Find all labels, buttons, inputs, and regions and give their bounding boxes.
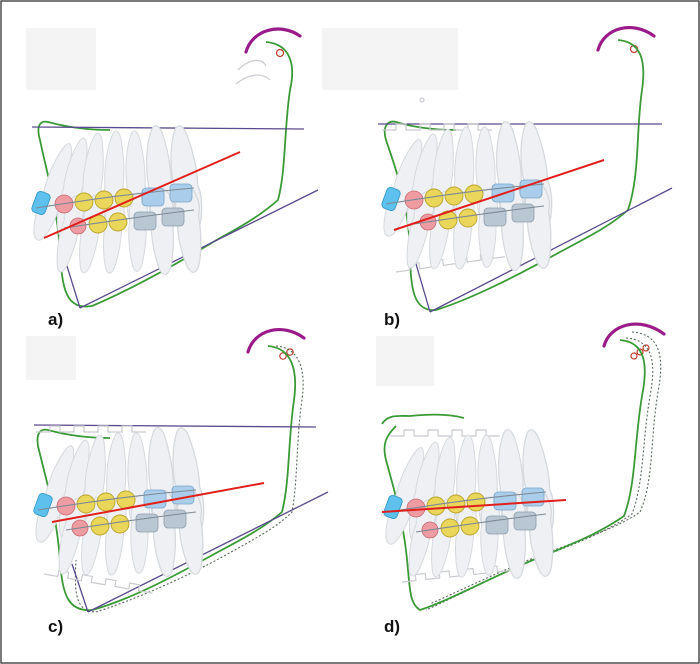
occlusal-plane-line <box>51 482 265 523</box>
palatal-plane-line <box>31 126 305 130</box>
blurred-patch <box>322 28 458 90</box>
panel-label-b: b) <box>384 310 400 329</box>
panel-label-c: c) <box>48 617 63 636</box>
blurred-patch <box>376 336 434 386</box>
mandible-outline-previous <box>74 345 304 613</box>
blurred-patch <box>26 28 96 90</box>
blurred-patch <box>26 336 76 380</box>
glenoid-fossa <box>244 27 302 54</box>
glenoid-fossa <box>596 26 656 52</box>
panel-label-a: a) <box>48 310 63 329</box>
mandible-outline <box>383 39 645 311</box>
panel-c: c) <box>26 328 329 636</box>
panel-b: b) <box>322 26 673 329</box>
palatal-plane-line <box>33 424 317 428</box>
condyle-marker-shifted <box>286 348 294 356</box>
vertical-reference-line <box>71 563 89 613</box>
dentition <box>30 427 208 577</box>
mandible-outline <box>36 345 296 611</box>
glenoid-fossa <box>246 328 306 354</box>
dentition <box>378 121 556 271</box>
mandible-outline <box>383 339 646 611</box>
condyle-marker <box>275 48 285 58</box>
upper-arch-ghost <box>389 429 501 437</box>
occlusal-plane-line <box>43 151 241 239</box>
glenoid-fossa <box>602 322 666 348</box>
dentition <box>28 125 206 275</box>
panel-label-d: d) <box>384 617 400 636</box>
condyle-marker-shifted-2 <box>642 344 650 352</box>
marker-point <box>419 97 425 103</box>
panel-d: d) <box>376 322 666 636</box>
mandible-ramus-inner <box>235 59 271 85</box>
occlusal-plane-line <box>393 159 605 231</box>
panel-a: a) <box>26 27 319 329</box>
condyle-marker <box>630 352 638 360</box>
mandibular-plane-line <box>87 491 329 613</box>
nasal-outline <box>381 413 465 425</box>
condyle-marker-shifted <box>636 348 644 356</box>
condyle-marker <box>279 352 287 360</box>
occlusal-plane-line <box>381 499 567 513</box>
mandible-outline-previous <box>429 331 662 605</box>
